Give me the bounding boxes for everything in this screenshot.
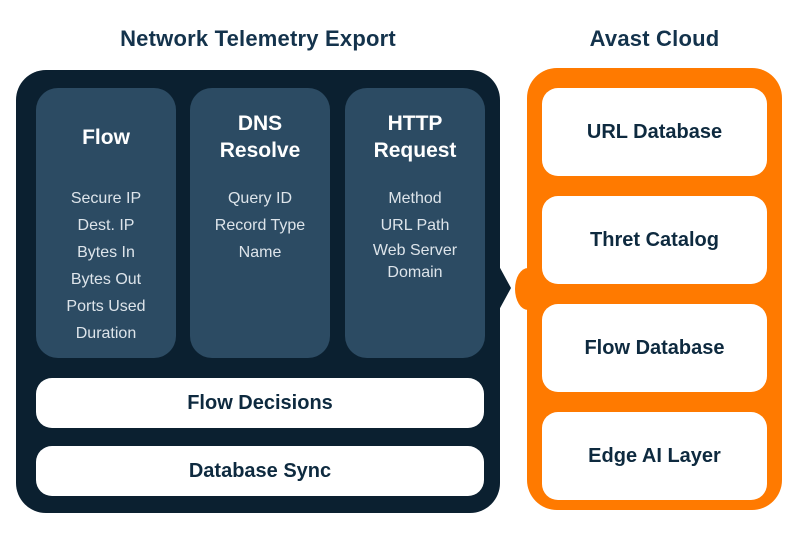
list-item: Bytes In: [77, 243, 135, 261]
list-item: Dest. IP: [77, 216, 135, 234]
flow-card-title: Flow: [82, 125, 130, 149]
right-panel-title: Avast Cloud: [589, 26, 720, 51]
list-item: Duration: [75, 324, 137, 342]
list-item: Method: [388, 189, 442, 207]
list-item: URL Path: [380, 216, 450, 234]
http-request-card-title: HTTP Request: [373, 112, 457, 162]
connector-notch-icon: [515, 268, 528, 310]
cloud-box-flow-database: Flow Database: [542, 304, 767, 392]
list-item: Web Server Domain: [372, 242, 458, 281]
database-sync-bar: Database Sync: [36, 446, 484, 496]
avast-cloud-panel: URL Database Thret Catalog Flow Database…: [515, 68, 782, 510]
list-item: Record Type: [214, 216, 306, 234]
flow-card: Flow Secure IP Dest. IP Bytes In Bytes O…: [36, 88, 176, 358]
list-item: Ports Used: [66, 297, 146, 315]
cloud-box-edge-ai-layer: Edge AI Layer: [542, 412, 767, 500]
list-item: Query ID: [227, 189, 292, 207]
flow-card-items: Secure IP Dest. IP Bytes In Bytes Out Po…: [46, 185, 166, 347]
dns-resolve-card-title: DNS Resolve: [219, 112, 301, 162]
flow-decisions-bar: Flow Decisions: [36, 378, 484, 428]
connector-arrow-icon: [499, 266, 511, 310]
list-item: Name: [238, 243, 282, 261]
list-item: Secure IP: [70, 189, 142, 207]
http-request-card-items: Method URL Path Web Server Domain: [355, 185, 475, 285]
cloud-box-thret-catalog: Thret Catalog: [542, 196, 767, 284]
http-request-card: HTTP Request Method URL Path Web Server …: [345, 88, 485, 358]
dns-resolve-card: DNS Resolve Query ID Record Type Name: [190, 88, 330, 358]
network-telemetry-panel: Flow Secure IP Dest. IP Bytes In Bytes O…: [16, 70, 511, 513]
cloud-box-url-database: URL Database: [542, 88, 767, 176]
dns-resolve-card-items: Query ID Record Type Name: [200, 185, 320, 266]
list-item: Bytes Out: [70, 270, 142, 288]
left-panel-title: Network Telemetry Export: [120, 26, 396, 51]
